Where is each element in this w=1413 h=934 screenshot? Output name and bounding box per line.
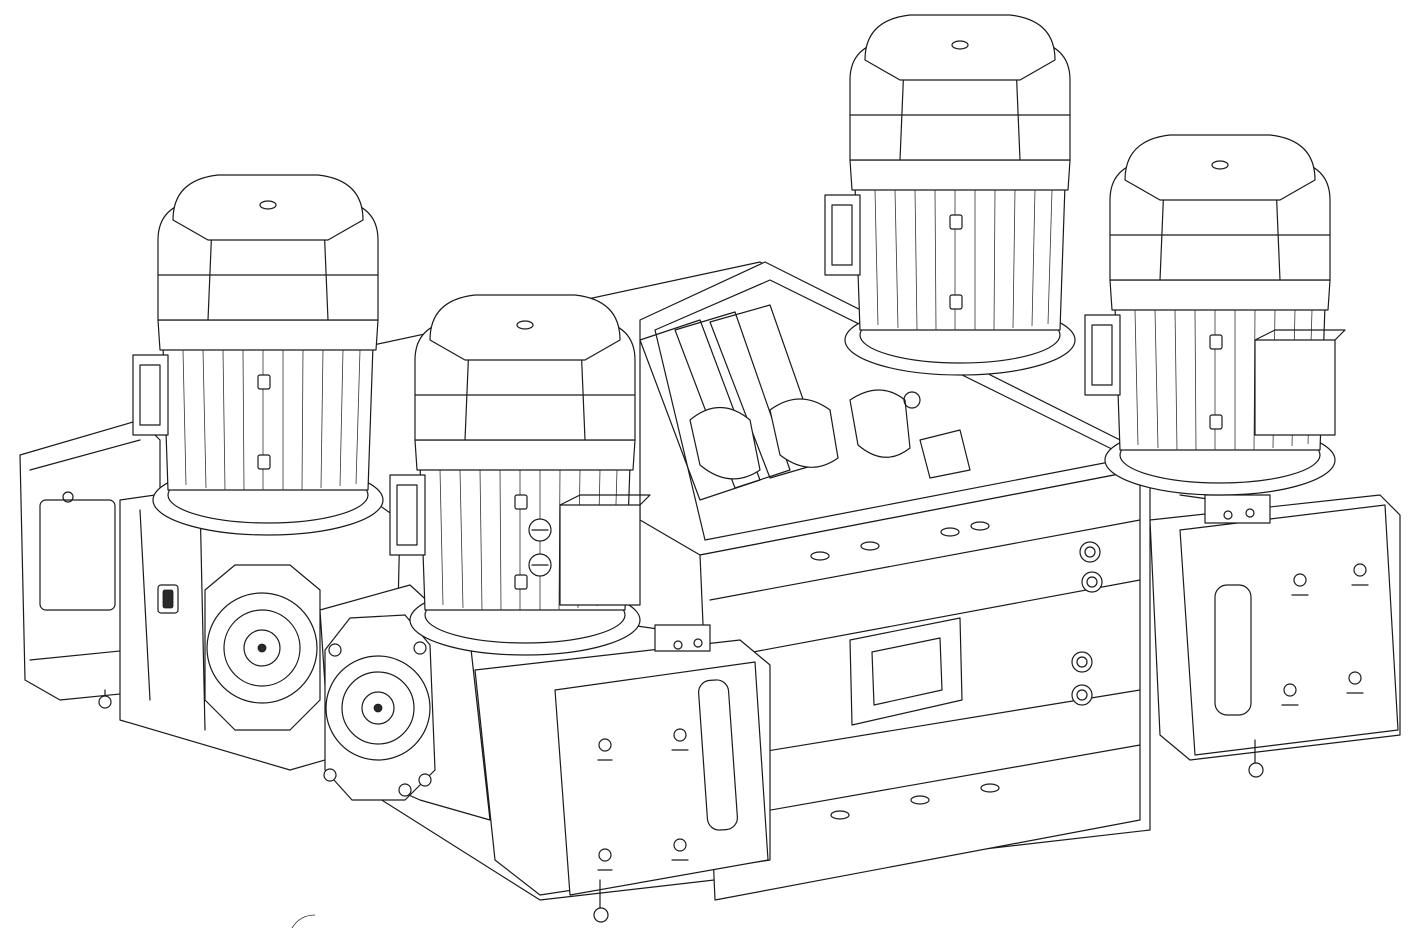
motor-left [132, 174, 384, 536]
stray-arc-mark [291, 914, 316, 929]
motor-top [824, 14, 1076, 376]
plate-studs [597, 728, 689, 871]
shredder-rotor-blades [639, 304, 971, 501]
housing-bolts [1071, 541, 1103, 706]
motor-front [389, 294, 651, 656]
gearbox-flange-bolts [323, 641, 432, 797]
right-plate-studs [1281, 563, 1369, 706]
front-mounting-plate [474, 624, 771, 923]
right-mounting-plate [1149, 494, 1401, 778]
motor-right [1084, 134, 1346, 496]
